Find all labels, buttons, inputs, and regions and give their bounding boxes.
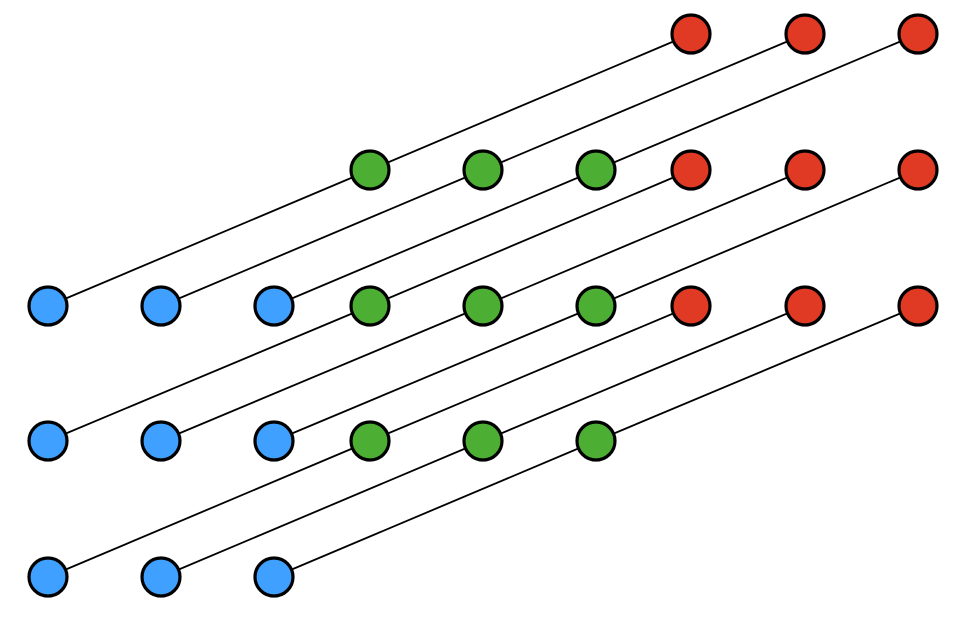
blue-node-r4-c3 (253, 420, 295, 462)
green-node-r4-c2 (462, 420, 504, 462)
green-node-r3-c2 (462, 285, 504, 327)
blue-node-r5-c3 (253, 556, 295, 598)
green-node-r4-c3 (575, 420, 617, 462)
blue-node-r5-c2 (140, 556, 182, 598)
blue-node-r4-c1 (27, 420, 69, 462)
green-node-r3-c1 (349, 285, 391, 327)
red-node-r3-c3 (897, 285, 939, 327)
red-node-r1-c3 (897, 13, 939, 55)
blue-node-r4-c2 (140, 420, 182, 462)
blue-node-r5-c1 (27, 556, 69, 598)
green-node-r2-c2 (462, 149, 504, 191)
green-node-r3-c3 (575, 285, 617, 327)
red-node-r1-c1 (670, 13, 712, 55)
nodes (27, 13, 939, 598)
green-node-r4-c1 (349, 420, 391, 462)
red-node-r3-c2 (784, 285, 826, 327)
red-node-r3-c1 (670, 285, 712, 327)
green-node-r2-c1 (349, 149, 391, 191)
blue-node-r3-c3 (253, 285, 295, 327)
red-node-r2-c2 (784, 149, 826, 191)
green-node-r2-c3 (575, 149, 617, 191)
blue-node-r3-c2 (140, 285, 182, 327)
red-node-r2-c1 (670, 149, 712, 191)
red-node-r2-c3 (897, 149, 939, 191)
red-node-r1-c2 (784, 13, 826, 55)
blue-node-r3-c1 (27, 285, 69, 327)
